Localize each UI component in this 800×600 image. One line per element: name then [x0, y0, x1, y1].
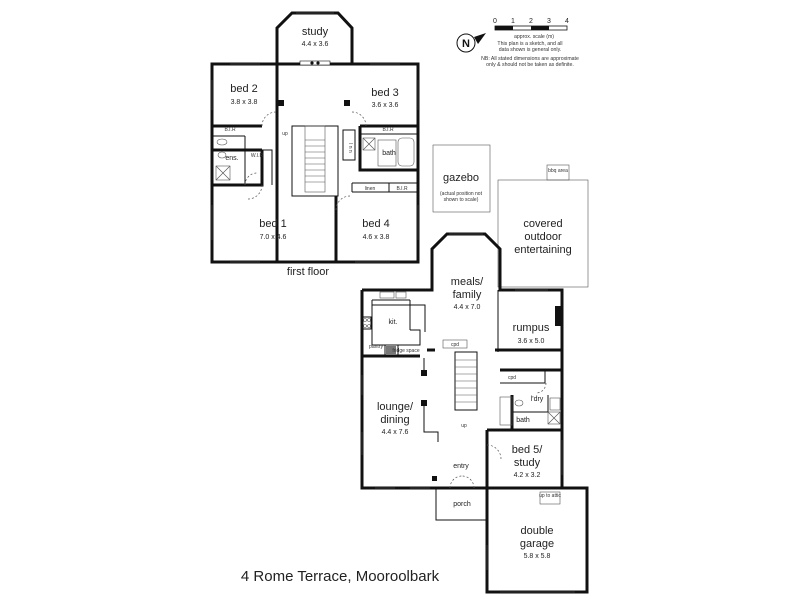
bed5-label-2: study — [514, 457, 541, 469]
north-label: N — [462, 38, 470, 50]
porch-label: porch — [453, 501, 471, 508]
garage-label-1: double — [520, 525, 553, 537]
bed1-dim: 7.0 x 4.6 — [260, 234, 287, 241]
rumpus-dim: 3.6 x 5.0 — [518, 338, 545, 345]
gazebo-note-1: (actual position not — [440, 191, 483, 197]
scale-bar: 0 1 2 3 4 approx. scale (m) — [493, 18, 569, 40]
covered-outdoor-label-1: covered — [523, 218, 562, 230]
note-nb-2: only & should not be taken as definite. — [486, 62, 574, 68]
gazebo-label: gazebo — [443, 172, 479, 184]
covered-outdoor-label-3: entertaining — [514, 244, 572, 256]
ff-bath-label: bath — [382, 150, 396, 157]
ff-bir-a-label: B.I.R — [224, 127, 236, 133]
garage-label-2: garage — [520, 538, 554, 550]
scale-tick-3: 3 — [547, 18, 551, 25]
gazebo: gazebo (actual position not shown to sca… — [432, 144, 491, 213]
kitchen-label: kit. — [389, 319, 398, 326]
gazebo-note-2: shown to scale) — [444, 197, 479, 203]
meals-dim: 4.4 x 7.0 — [454, 304, 481, 311]
covered-outdoor-label-2: outdoor — [524, 231, 562, 243]
lounge-dim: 4.4 x 7.6 — [382, 429, 409, 436]
scale-tick-4: 4 — [565, 18, 569, 25]
bed1-label: bed 1 — [259, 218, 287, 230]
lounge-label-1: lounge/ — [377, 401, 414, 413]
hall-label: cpd — [451, 342, 459, 348]
garage-dim: 5.8 x 5.8 — [524, 553, 551, 560]
study-label: study — [302, 26, 329, 38]
scale-tick-2: 2 — [529, 18, 533, 25]
bed3-dim: 3.6 x 3.6 — [372, 102, 399, 109]
bed2-label: bed 2 — [230, 83, 258, 95]
entry-label: entry — [453, 463, 469, 470]
bed4-dim: 4.6 x 3.8 — [363, 234, 390, 241]
scale-tick-0: 0 — [493, 18, 497, 25]
disclaimer: This plan is a sketch, and all data show… — [481, 41, 579, 68]
study-dim: 4.4 x 3.6 — [302, 41, 329, 48]
north-arrow-icon: N — [456, 33, 486, 53]
ens-label: ens. — [225, 155, 238, 162]
first-floor-label: first floor — [287, 266, 330, 278]
linen-label: linen — [365, 186, 376, 192]
bed5-label-1: bed 5/ — [512, 444, 544, 456]
wir-label: W.I.R — [251, 153, 264, 159]
note-nb-1: NB: All stated dimensions are approximat… — [481, 56, 579, 62]
first-floor-plan: up B.I.R ens. W.I.R B.I.R bath l n n lin… — [210, 11, 420, 278]
attic-label: up to attic — [539, 493, 561, 499]
ff-bir-b-label: B.I.R — [382, 127, 394, 133]
scale-tick-1: 1 — [511, 18, 515, 25]
rumpus-label: rumpus — [513, 322, 550, 334]
ground-floor-plan: bbq area covered outdoor entertaining ki… — [360, 164, 589, 594]
meals-label-2: family — [453, 289, 482, 301]
note-sketch-2: data shown is general only. — [499, 47, 561, 53]
bed3-label: bed 3 — [371, 87, 399, 99]
cpd-label: cpd — [508, 375, 516, 381]
bed2-dim: 3.8 x 3.8 — [231, 99, 258, 106]
bed5-dim: 4.2 x 3.2 — [514, 472, 541, 479]
pantry-label: pantry — [369, 344, 383, 350]
address-caption: 4 Rome Terrace, Mooroolbark — [241, 568, 440, 585]
lnn-label: l n n — [347, 143, 353, 153]
bbq-label: bbq area — [548, 168, 568, 174]
laundry-label: l'dry — [531, 396, 544, 403]
meals-label-1: meals/ — [451, 276, 484, 288]
bed4-label: bed 4 — [362, 218, 390, 230]
gf-stair-up-label: up — [461, 423, 467, 429]
note-sketch-1: This plan is a sketch, and all — [497, 41, 562, 47]
ff-bir-c-label: B.I.R — [396, 186, 408, 192]
ff-stair-up-label: up — [282, 131, 288, 137]
scale-label: approx. scale (m) — [514, 34, 554, 40]
lounge-label-2: dining — [380, 414, 409, 426]
gf-bath-label: bath — [516, 417, 530, 424]
fridge-label: fridge space — [392, 348, 419, 354]
